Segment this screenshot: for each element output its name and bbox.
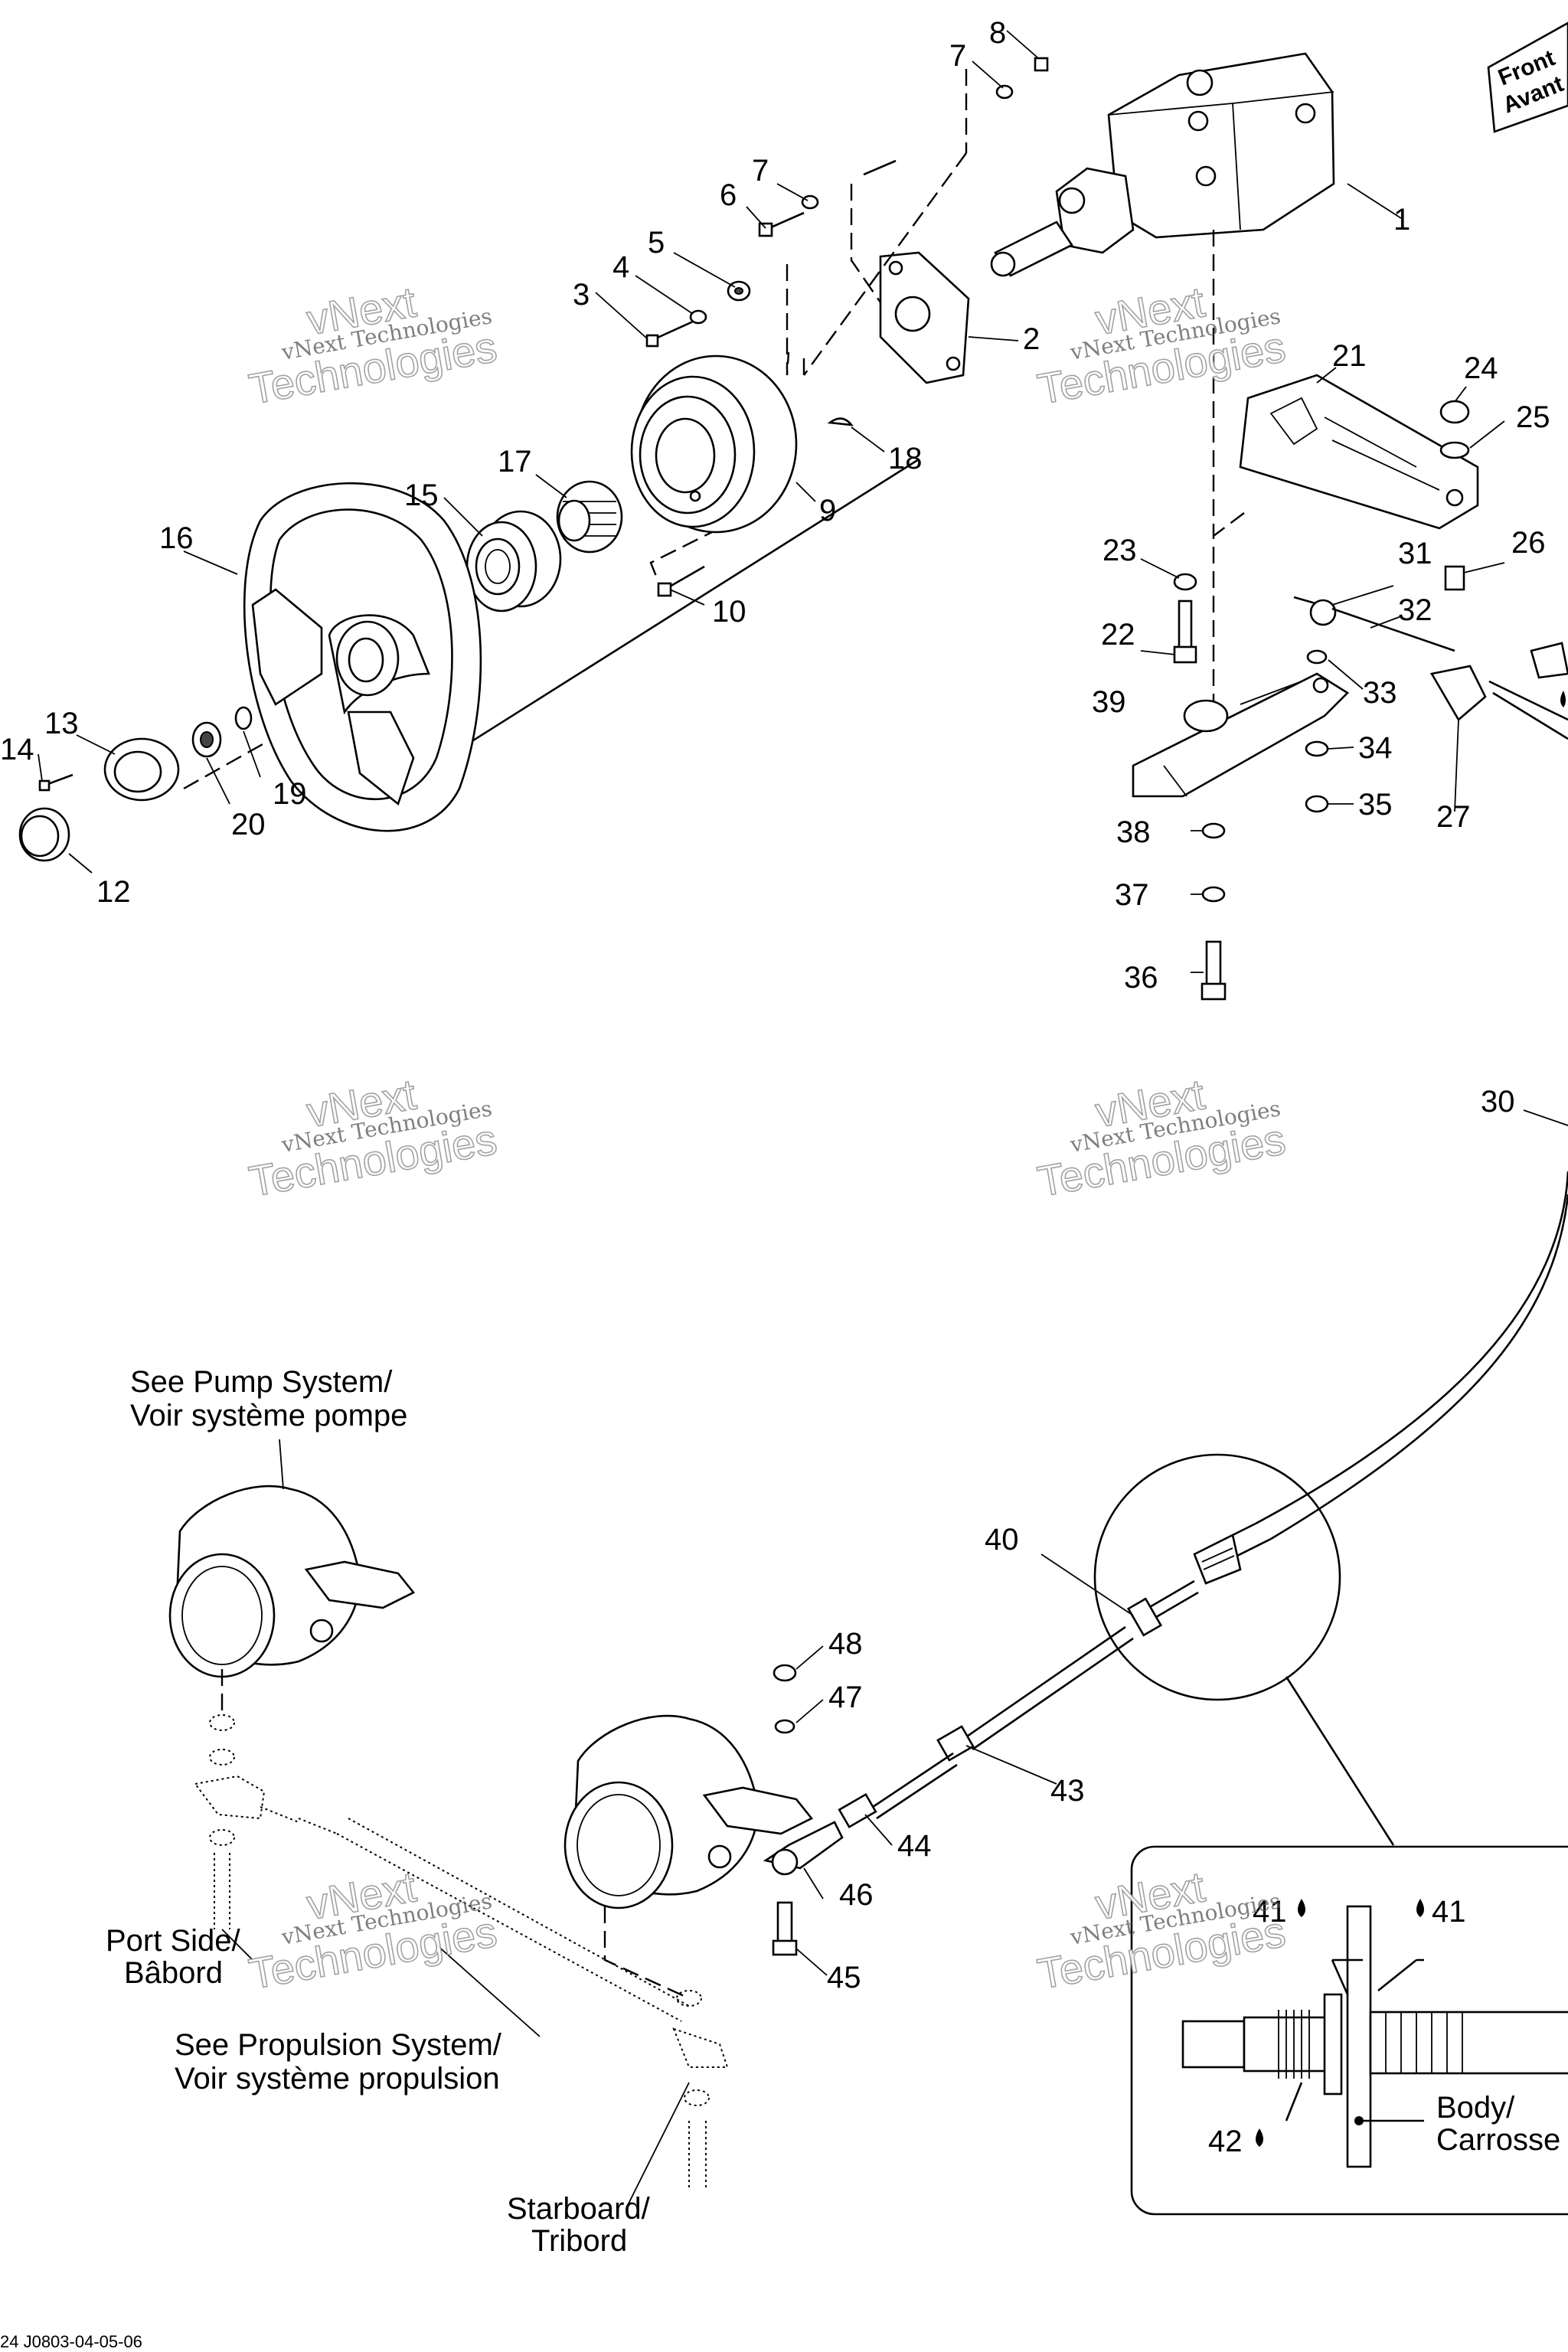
propulsion-note-line1: See Propulsion System/	[175, 2028, 502, 2062]
spline-adapter	[556, 480, 623, 554]
callout-20: 20	[231, 808, 266, 841]
ball-joint-assembly	[763, 1664, 844, 1956]
callout-13: 13	[44, 707, 79, 740]
jet-nozzle-upper	[168, 1485, 416, 1678]
screw-10	[657, 565, 705, 597]
callout-46: 46	[839, 1878, 874, 1912]
callout-34: 34	[1358, 731, 1393, 765]
callout-41b: 41	[1432, 1895, 1466, 1929]
steering-cap-parts	[18, 706, 253, 862]
sealant-drop-icons	[1256, 691, 1566, 2147]
callout-15: 15	[404, 479, 439, 512]
callout-35: 35	[1358, 788, 1393, 822]
detail-leader	[1285, 1676, 1395, 1846]
callout-48: 48	[828, 1627, 863, 1661]
callout-44: 44	[897, 1829, 932, 1863]
callout-7a: 7	[752, 154, 769, 188]
callout-31: 31	[1398, 537, 1432, 570]
front-direction-arrow: Front Avant	[1487, 21, 1568, 133]
callout-40: 40	[985, 1523, 1019, 1557]
hardware-group-right	[1439, 400, 1470, 591]
diagram-code: 24 J0803-04-05-06	[0, 2332, 142, 2351]
callout-36: 36	[1124, 961, 1158, 995]
callout-1: 1	[1393, 203, 1410, 237]
woodruff-key	[827, 417, 854, 426]
callout-24: 24	[1464, 351, 1498, 385]
callout-leaders	[38, 30, 1568, 2206]
callout-4: 4	[612, 250, 629, 284]
callout-41a: 41	[1253, 1895, 1287, 1929]
hardware-group-top	[645, 57, 1049, 348]
detail-inset	[1130, 1845, 1568, 2216]
tie-rod	[194, 1669, 729, 2190]
callout-30: 30	[1481, 1085, 1515, 1119]
callout-10: 10	[712, 595, 746, 629]
callout-19: 19	[273, 777, 307, 811]
callout-2: 2	[1023, 322, 1040, 356]
callout-21: 21	[1332, 339, 1367, 373]
steering-hub-flange	[630, 354, 798, 534]
callout-39: 39	[1092, 685, 1126, 719]
propulsion-note-line2: Voir système propulsion	[175, 2062, 500, 2096]
callout-7b: 7	[949, 39, 966, 73]
body-note-line2: Carrosse	[1436, 2123, 1560, 2157]
sealant-drop-icon	[1416, 1899, 1424, 1917]
body-note-line1: Body/	[1436, 2091, 1515, 2125]
hardware-33-35	[1305, 649, 1329, 813]
callout-32: 32	[1398, 593, 1432, 627]
steering-column-housing	[990, 52, 1335, 277]
callout-37: 37	[1115, 878, 1149, 912]
callout-26: 26	[1511, 526, 1546, 560]
callout-5: 5	[648, 226, 665, 260]
mounting-plate	[879, 251, 970, 384]
assembly-line	[1212, 512, 1245, 766]
assembly-line	[649, 527, 720, 583]
assembly-line	[850, 184, 881, 303]
steering-axis-line	[420, 458, 920, 775]
sealant-drop-icon	[1560, 691, 1566, 707]
jet-nozzle-lower	[564, 1714, 814, 1909]
callout-43: 43	[1050, 1774, 1085, 1808]
callout-17: 17	[498, 445, 532, 479]
starboard-note-line2: Tribord	[531, 2224, 627, 2258]
callout-12: 12	[96, 875, 131, 909]
diagram-notes: See Pump System/ Voir système pompe Port…	[106, 1365, 1560, 2258]
callout-25: 25	[1516, 400, 1550, 434]
steering-hub	[466, 510, 562, 612]
sealant-drop-icon	[1256, 2128, 1263, 2147]
detail-circle	[1093, 1453, 1341, 1701]
callout-33: 33	[1363, 676, 1397, 710]
callout-27: 27	[1436, 800, 1471, 834]
lower-bracket	[1132, 672, 1350, 798]
callout-47: 47	[828, 1681, 863, 1714]
bolts-36-38	[1200, 822, 1227, 1001]
steering-cable	[838, 1171, 1568, 1829]
callout-6: 6	[720, 178, 737, 212]
assembly-line	[802, 69, 968, 376]
callout-45: 45	[827, 1961, 861, 1994]
callout-3: 3	[573, 278, 590, 312]
callout-18: 18	[888, 442, 923, 475]
callout-8: 8	[989, 16, 1006, 50]
callout-16: 16	[159, 521, 194, 555]
callout-22: 22	[1101, 618, 1135, 652]
pump-note-line1: See Pump System/	[130, 1365, 393, 1399]
callout-38: 38	[1116, 815, 1151, 849]
assembly-line	[786, 264, 790, 376]
callout-42: 42	[1208, 2125, 1243, 2158]
starboard-note-line1: Starboard/	[507, 2192, 651, 2226]
callout-numbers: 1 2 3 4 5 6 7 7 8 9 10 12 13 14 15 16 17…	[0, 16, 1550, 2158]
pump-note-line2: Voir système pompe	[130, 1399, 407, 1432]
sealant-drop-icon	[1298, 1899, 1305, 1917]
bolts-22-23	[1173, 573, 1197, 664]
callout-23: 23	[1102, 534, 1137, 567]
upper-bracket	[1239, 374, 1479, 530]
port-note-line1: Port Side/	[106, 1924, 241, 1958]
callout-9: 9	[819, 494, 836, 528]
callout-14: 14	[0, 733, 34, 766]
link-rod-assembly	[1293, 596, 1568, 740]
port-note-line2: Bâbord	[124, 1956, 223, 1990]
steering-wheel	[243, 482, 482, 832]
